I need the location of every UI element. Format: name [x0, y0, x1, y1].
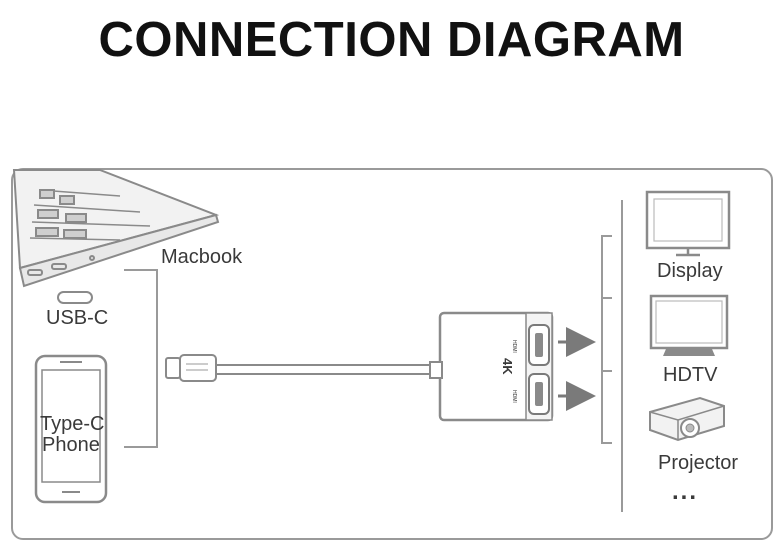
more-outputs-ellipsis: ... — [672, 478, 698, 505]
macbook-label: Macbook — [161, 246, 243, 268]
hdtv-label: HDTV — [663, 364, 718, 386]
usbc-port-icon — [57, 291, 93, 304]
hdmi-port-label-top: HDMI — [511, 340, 517, 353]
diagram-frame — [11, 168, 773, 540]
output-bracket — [601, 200, 623, 512]
laptop-icon — [12, 169, 220, 288]
display-icon — [645, 190, 731, 257]
phone-label-line1: Type-C — [40, 413, 104, 435]
hdmi-port-icon-bottom — [528, 373, 550, 415]
display-label: Display — [657, 260, 723, 282]
page-title: CONNECTION DIAGRAM — [98, 13, 685, 67]
usbc-label: USB-C — [46, 307, 108, 329]
source-bracket — [124, 269, 158, 448]
projector-label: Projector — [658, 452, 738, 474]
phone-icon — [34, 354, 108, 504]
usbc-cable — [165, 354, 431, 382]
phone-label-line2: Phone — [42, 434, 100, 456]
hdtv-icon — [649, 294, 729, 356]
projector-icon — [649, 396, 725, 442]
hdmi-port-icon-top — [528, 324, 550, 366]
hdmi-port-label-bottom: HDMI — [511, 390, 517, 403]
hub-4k-label: 4K — [500, 358, 515, 375]
